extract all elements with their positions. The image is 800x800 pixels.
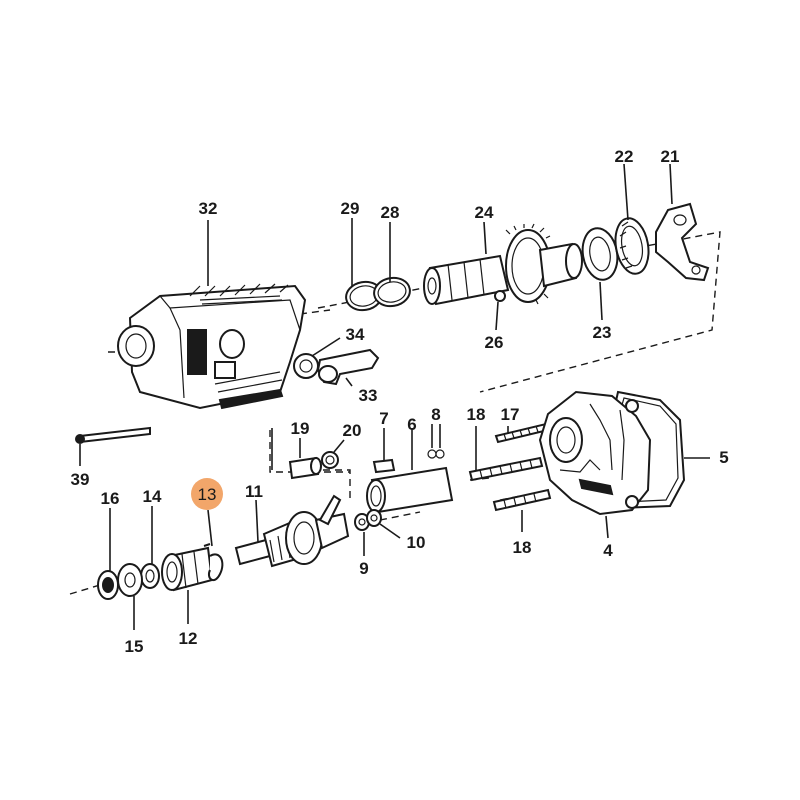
part-29-o-ring — [345, 280, 383, 312]
part-11-piston-shaft — [234, 494, 350, 568]
part-21-fork-lever — [655, 202, 710, 282]
label-part-9[interactable]: 9 — [359, 559, 368, 578]
part-16-disc — [97, 570, 119, 600]
part-13-retaining-ring — [203, 543, 224, 582]
label-part-33[interactable]: 33 — [359, 386, 378, 405]
part-22-bearing — [614, 217, 650, 275]
label-part-11[interactable]: 11 — [245, 482, 263, 501]
part-20-ring — [321, 451, 339, 469]
label-part-28[interactable]: 28 — [381, 203, 400, 222]
label-part-18-upper[interactable]: 18 — [467, 405, 486, 424]
part-10-washer — [366, 509, 382, 527]
part-28-o-ring — [373, 276, 411, 308]
label-part-17[interactable]: 17 — [501, 405, 520, 424]
part-26-pin — [494, 290, 506, 302]
leader-lines — [79, 163, 710, 630]
part-12-bushing — [161, 546, 214, 592]
part-18-screw-upper — [468, 456, 544, 482]
part-8-clip — [427, 449, 445, 459]
label-part-21[interactable]: 21 — [661, 147, 680, 166]
label-part-39[interactable]: 39 — [71, 470, 90, 489]
label-part-32[interactable]: 32 — [199, 199, 218, 218]
label-part-29[interactable]: 29 — [341, 199, 360, 218]
part-23-washer — [581, 227, 619, 281]
part-39-screw — [75, 426, 151, 444]
label-part-6[interactable]: 6 — [407, 415, 416, 434]
part-15-disc — [117, 563, 143, 597]
highlight-marker — [191, 478, 223, 510]
label-part-26[interactable]: 26 — [485, 333, 504, 352]
part-24-spindle-gear — [423, 223, 583, 306]
label-part-8[interactable]: 8 — [431, 405, 440, 424]
part-33-switch-lever — [316, 348, 380, 386]
label-part-13[interactable]: 13 — [198, 485, 217, 504]
label-part-23[interactable]: 23 — [593, 323, 612, 342]
label-part-16[interactable]: 16 — [101, 489, 120, 508]
part-34-washer — [293, 353, 319, 379]
label-part-22[interactable]: 22 — [615, 147, 634, 166]
label-part-18-lower[interactable]: 18 — [513, 538, 532, 557]
label-part-7[interactable]: 7 — [379, 409, 388, 428]
label-part-10[interactable]: 10 — [407, 533, 426, 552]
label-part-4[interactable]: 4 — [603, 541, 613, 560]
part-18-screw-lower — [492, 488, 552, 512]
part-6-cylinder — [366, 466, 454, 514]
label-part-12[interactable]: 12 — [179, 629, 198, 648]
part-7-pin — [372, 458, 396, 474]
part-labels[interactable]: 32 29 28 24 22 21 34 26 23 33 19 20 7 6 … — [71, 147, 729, 656]
label-part-34[interactable]: 34 — [346, 325, 365, 344]
part-19-sleeve — [288, 456, 322, 480]
part-4-main-housing — [538, 390, 652, 516]
label-part-20[interactable]: 20 — [343, 421, 362, 440]
label-part-14[interactable]: 14 — [143, 487, 162, 506]
label-part-24[interactable]: 24 — [475, 203, 494, 222]
label-part-5[interactable]: 5 — [719, 448, 728, 467]
label-part-19[interactable]: 19 — [291, 419, 310, 438]
part-32-gear-housing — [117, 283, 307, 410]
label-part-15[interactable]: 15 — [125, 637, 144, 656]
part-14-ring — [140, 563, 160, 589]
